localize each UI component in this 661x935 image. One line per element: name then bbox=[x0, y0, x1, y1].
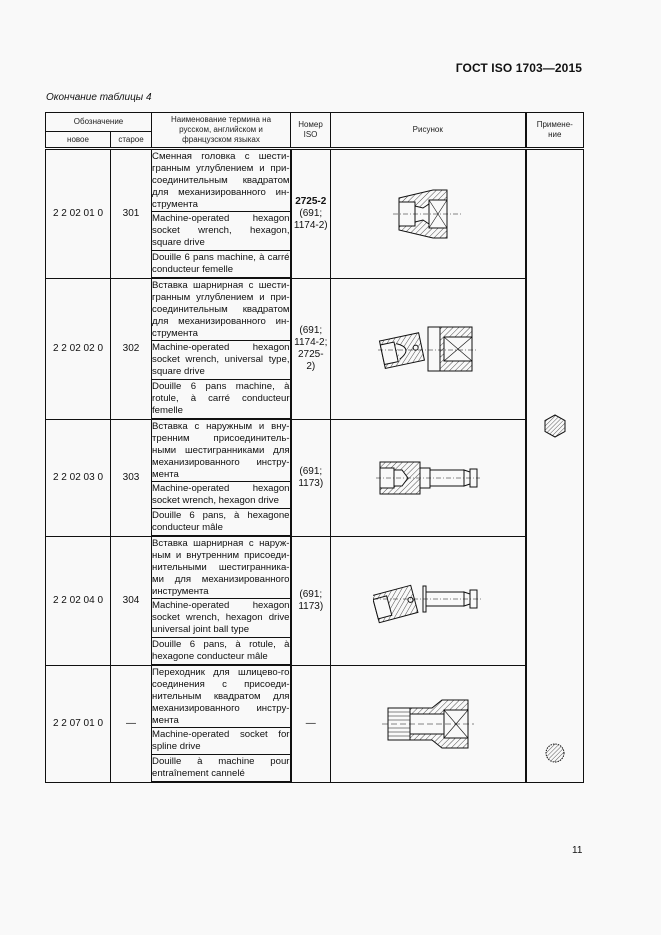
figure-cell bbox=[330, 535, 527, 666]
header-designation: Обозначение bbox=[44, 112, 153, 132]
figure-cell bbox=[330, 277, 527, 420]
header-new: новое bbox=[45, 131, 111, 150]
iso-number: 2725-2 (691; 1174-2) bbox=[290, 148, 332, 279]
iso-refs: (691; 1173) bbox=[298, 588, 324, 612]
spline-socket-drawing-icon bbox=[381, 699, 474, 748]
application-cell bbox=[524, 148, 585, 783]
term-en: Machine-operated hexagon socket wrench, … bbox=[151, 598, 292, 638]
term-fr: Douille 6 pans machine, à rotule, à carr… bbox=[151, 379, 292, 420]
universal-hex-drive-drawing-icon bbox=[372, 584, 483, 623]
header-application: Примене-ние bbox=[524, 112, 585, 150]
term-ru: Сменная головка с шести-гранным углублен… bbox=[151, 148, 292, 212]
iso-number: (691; 1173) bbox=[290, 418, 332, 537]
figure-cell bbox=[330, 664, 527, 783]
term-fr: Douille 6 pans, à rotule, à hexagone con… bbox=[151, 637, 292, 666]
new-designation: 2 2 02 01 0 bbox=[45, 148, 111, 279]
term-ru: Вставка шарнирная с шести-гранным углубл… bbox=[151, 277, 292, 341]
old-designation: 304 bbox=[109, 535, 153, 666]
table-row: 2 2 07 01 0 — Переходник для шлицево-го … bbox=[45, 664, 584, 783]
header-old: старое bbox=[109, 131, 153, 150]
iso-refs: (691; 1173) bbox=[298, 465, 324, 489]
spline-symbol-icon bbox=[545, 743, 565, 763]
table-row: 2 2 02 02 0 302 Вставка шарнирная с шест… bbox=[45, 277, 584, 420]
hex-socket-drawing-icon bbox=[392, 189, 461, 239]
iso-number: (691; 1173) bbox=[290, 535, 332, 666]
figure-cell bbox=[330, 418, 527, 537]
hex-drive-socket-drawing-icon bbox=[375, 461, 480, 494]
term-ru: Вставка шарнирная с наруж-ным и внутренн… bbox=[151, 535, 292, 599]
hexagon-symbol-icon bbox=[544, 414, 566, 438]
term-en: Machine-operated hexagon socket wrench, … bbox=[151, 340, 292, 380]
table-row: 2 2 02 01 0 301 Сменная головка с шести-… bbox=[45, 148, 585, 783]
header-figure: Рисунок bbox=[330, 112, 527, 150]
new-designation: 2 2 07 01 0 bbox=[45, 664, 111, 783]
page-number: 11 bbox=[572, 845, 583, 856]
iso-primary: 2725-2 bbox=[295, 195, 327, 207]
table-row: 2 2 02 04 0 304 Вставка шарнирная с нару… bbox=[45, 535, 584, 666]
term-ru: Переходник для шлицево-го соединения с п… bbox=[151, 664, 292, 728]
universal-joint-socket-drawing-icon bbox=[377, 326, 478, 371]
old-designation: — bbox=[109, 664, 153, 783]
document-code: ГОСТ ISO 1703—2015 bbox=[455, 61, 582, 75]
old-designation: 303 bbox=[109, 418, 153, 537]
iso-refs: (691; 1174-2) bbox=[293, 207, 328, 231]
old-designation: 302 bbox=[109, 277, 153, 420]
terms-table: Обозначение Наименование термина на русс… bbox=[44, 112, 585, 783]
new-designation: 2 2 02 04 0 bbox=[45, 535, 111, 666]
term-ru: Вставка с наружным и вну-тренним присоед… bbox=[151, 418, 292, 482]
term-fr: Douille 6 pans machine, à carré conducte… bbox=[151, 250, 292, 279]
new-designation: 2 2 02 02 0 bbox=[45, 277, 111, 420]
iso-refs: (691; 1174-2; 2725-2) bbox=[294, 324, 328, 372]
header-iso-number: Номер ISO bbox=[290, 112, 332, 150]
iso-number: (691; 1174-2; 2725-2) bbox=[290, 277, 332, 420]
figure-cell bbox=[330, 148, 527, 279]
term-en: Machine-operated hexagon socket wrench, … bbox=[151, 211, 292, 251]
header-term-name: Наименование термина на русском, английс… bbox=[151, 112, 292, 150]
table-caption: Окончание таблицы 4 bbox=[46, 92, 152, 103]
term-en: Machine-operated socket for spline drive bbox=[151, 727, 292, 755]
term-fr: Douille à machine pour entraînement cann… bbox=[151, 754, 292, 783]
term-fr: Douille 6 pans, à hexagone conducteur mâ… bbox=[151, 508, 292, 537]
term-en: Machine-operated hexagon socket wrench, … bbox=[151, 481, 292, 509]
new-designation: 2 2 02 03 0 bbox=[45, 418, 111, 537]
iso-number: — bbox=[290, 664, 332, 783]
table-row: 2 2 02 03 0 303 Вставка с наружным и вну… bbox=[45, 418, 584, 537]
old-designation: 301 bbox=[109, 148, 153, 279]
